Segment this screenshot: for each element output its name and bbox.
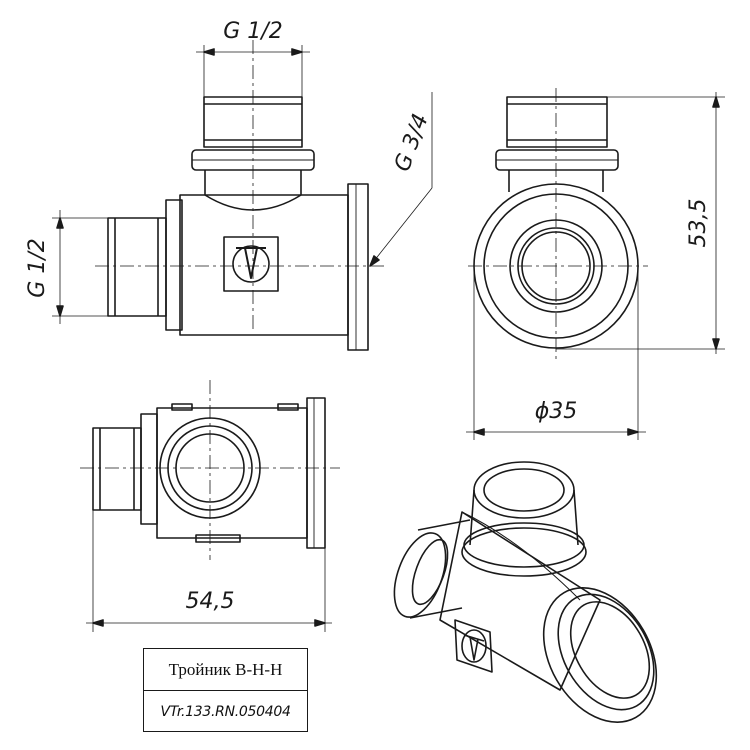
label-height: 53,5 — [686, 199, 711, 248]
part-code: VTr.133.RN.050404 — [160, 704, 291, 720]
dim-top-thread: G 1/2 — [196, 19, 310, 97]
dim-diameter: ϕ35 — [466, 266, 646, 440]
dim-height: 53,5 — [556, 92, 725, 354]
front-view — [95, 40, 385, 351]
title-block: Тройник В-Н-Н VTr.133.RN.050404 — [143, 648, 308, 732]
label-left-thread: G 1/2 — [25, 238, 50, 297]
label-length: 54,5 — [186, 589, 235, 614]
label-top-thread: G 1/2 — [223, 19, 282, 44]
label-run-thread: G 3/4 — [390, 111, 434, 175]
dim-run-thread: G 3/4 — [369, 92, 434, 267]
isometric-valtec-logo — [454, 619, 493, 673]
top-view — [80, 380, 340, 560]
isometric-view — [393, 461, 658, 723]
valtec-logo — [223, 236, 279, 292]
part-name: Тройник В-Н-Н — [144, 649, 307, 691]
dim-left-thread: G 1/2 — [25, 210, 108, 324]
label-diameter: ϕ35 — [535, 399, 578, 424]
side-view — [468, 88, 648, 360]
dim-length: 54,5 — [86, 510, 332, 632]
